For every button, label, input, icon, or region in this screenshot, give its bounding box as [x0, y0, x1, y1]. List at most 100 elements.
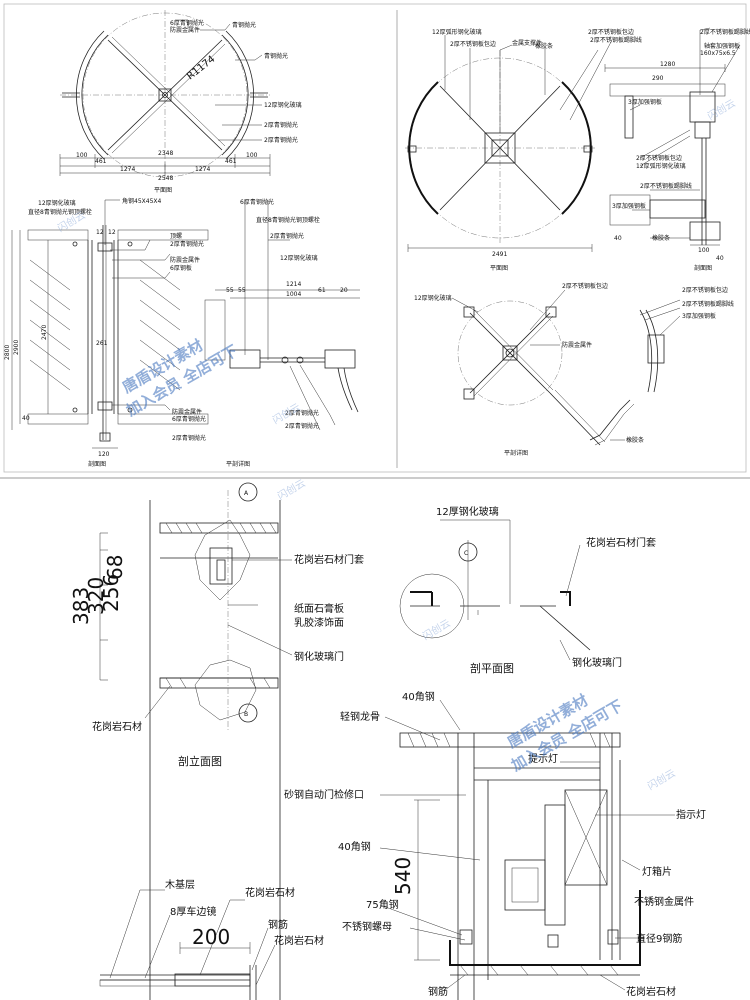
tr-sec-title: 剖面图 — [694, 264, 712, 272]
tr-plan-callout-5: 2厚不锈钢板踢脚线 — [590, 36, 642, 44]
planc-title: 剖平面图 — [470, 661, 514, 675]
tr-det-callout-1: 12厚钢化玻璃 — [414, 294, 452, 302]
detl-callout-11: 钢筋 — [428, 985, 448, 998]
tr-sec-callout-0: 2厚不锈钢板踢脚线 — [700, 28, 750, 36]
detl-callout-7: 不锈钢金属件 — [634, 895, 694, 908]
watermark-tag-3: 闪创云 — [420, 616, 452, 642]
tl-plan-dim-3: 1274 — [195, 166, 210, 173]
watermark-tag-2: 闪创云 — [275, 476, 307, 502]
tr-sec-dim-2: 40 — [614, 235, 622, 242]
tl-sec-callout-0: 12厚钢化玻璃 — [38, 199, 76, 207]
detl-callout-12: 花岗岩石材 — [626, 985, 676, 998]
tl-det-title: 平剖详图 — [226, 460, 250, 468]
tr-plan-callout-1: 2厚不锈钢板包边 — [450, 40, 496, 48]
tl-plan-dim-7: 461 — [225, 158, 237, 165]
tl-det-dim-3: 61 — [318, 287, 326, 294]
tl-sec-angle: 角钢45X45X4 — [122, 197, 161, 205]
elev-callout-2: 乳胶漆饰面 — [294, 616, 344, 629]
tl-detail: 6厚青钢抛光 直径8青钢抛光钢顶螺栓 2厚青钢抛光 12厚钢化玻璃 2厚青钢抛光… — [204, 198, 360, 468]
dets-dim: 200 — [192, 925, 230, 949]
tr-det-callout-6: 3厚加强钢板 — [682, 312, 716, 320]
tr-plan-callout-3: 橡胶条 — [535, 42, 553, 50]
tr-sec-callout-1: 轴套加强钢板 — [704, 42, 740, 50]
tr-sec-callout-5: 12厚弧形钢化玻璃 — [636, 162, 686, 170]
tr-plan-callout-0: 12厚弧形钢化玻璃 — [432, 28, 482, 36]
detl-callout-9: 直径9钢筋 — [636, 932, 682, 945]
watermark-tag-4: 闪创云 — [645, 766, 677, 792]
elev-dim-2: 256 — [99, 574, 123, 612]
watermark-bottom: 唐盾设计素材 加入会员 全店可下 — [504, 691, 626, 775]
tl-det-callout-0: 6厚青钢抛光 — [240, 198, 274, 206]
dets-callout-1: 8厚车边镜 — [170, 905, 216, 918]
tr-sec-callout-2: 160x75x6.5 — [700, 50, 736, 57]
planc-marker: C — [464, 550, 468, 557]
tl-sec-callout-2: 顶螺 — [170, 232, 182, 240]
detl-callout-8: 75角钢 — [366, 898, 399, 911]
detail-small: 木基层 8厚车边镜 花岗岩石材 钢筋 花岗岩石材 200 — [99, 878, 324, 1000]
tl-plan-dim-2: 1274 — [120, 166, 135, 173]
tl-sec-callout-5: 6厚钢板 — [170, 264, 192, 272]
detl-callout-0: 40角钢 — [402, 690, 435, 703]
tl-plan-callout-2: 青钢抛光 — [232, 21, 256, 29]
elev-callout-3: 钢化玻璃门 — [294, 650, 344, 663]
elev-marker-a: A — [244, 490, 249, 497]
elev-marker-b: B — [244, 711, 248, 718]
tr-sec-dim-1: 290 — [652, 75, 664, 82]
tl-det-dim-0: 1214 — [286, 281, 301, 288]
tr-det-title: 平剖详图 — [504, 449, 528, 457]
tr-det-callout-2: 防震金属件 — [562, 341, 592, 349]
tl-sec-callout-6: 防震金属件 — [172, 408, 202, 416]
tr-det-callout-0: 2厚不锈钢板包边 — [562, 282, 608, 290]
tl-plan-callout-6: 2厚青钢抛光 — [264, 136, 298, 144]
tr-det-callout-5: 2厚不锈钢板踢脚线 — [682, 300, 734, 308]
tl-plan-dim-4: 100 — [76, 152, 88, 159]
tl-det-dim-4: 20 — [340, 287, 348, 294]
tr-plan-callout-2: 金属支撑件 — [512, 39, 542, 47]
planc-callout-2: 钢化玻璃门 — [572, 656, 622, 669]
tl-plan-callout-3: 青钢抛光 — [264, 52, 288, 60]
tl-sec-dim-5: 40 — [22, 415, 30, 422]
tl-sec-dim-2: 2470 — [41, 325, 48, 340]
plan-section: C 12厚钢化玻璃 花岗岩石材门套 钢化玻璃门 剖平面图 — [399, 505, 656, 675]
tl-plan-callout-5: 2厚青钢抛光 — [264, 121, 298, 129]
elevation: 383 320 256 68 A B 花岗岩石材门套 纸面石膏板 乳胶漆饰面 钢… — [69, 482, 364, 1000]
tl-sec-callout-8: 2厚青钢抛光 — [172, 434, 206, 442]
detl-callout-10: 不锈钢螺母 — [342, 920, 392, 933]
tl-plan-radius: R1174 — [185, 54, 217, 83]
tl-sec-dim-4: 120 — [98, 451, 110, 458]
tl-sec-dim-7: 12 — [108, 229, 116, 236]
planc-callout-1: 花岗岩石材门套 — [586, 536, 656, 549]
tr-det-callout-4: 2厚不锈钢板包边 — [682, 286, 728, 294]
tr-sec-callout-8: 橡胶条 — [652, 234, 670, 242]
planc-callout-0: 12厚钢化玻璃 — [436, 505, 499, 518]
tl-sec-dim-1: 2900 — [13, 340, 20, 355]
detl-callout-6: 灯箱片 — [642, 865, 672, 878]
watermark-tag-5: 闪创云 — [705, 96, 737, 122]
tl-section: 12厚钢化玻璃 直径8青钢抛光钢顶螺栓 顶螺 2厚青钢抛光 防震金属件 6厚钢板… — [4, 197, 209, 468]
elev-dim-3: 68 — [103, 555, 127, 580]
elev-dim-0: 383 — [69, 587, 93, 625]
tr-plan-callout-4: 2厚不锈钢板包边 — [588, 28, 634, 36]
tr-det-callout-3: 橡胶条 — [626, 436, 644, 444]
dets-callout-4: 花岗岩石材 — [274, 934, 324, 947]
detl-dim: 540 — [391, 857, 415, 895]
elev-title: 剖立面图 — [178, 754, 222, 768]
tl-sec-dim-6: 12 — [96, 229, 104, 236]
tl-sec-callout-3: 2厚青钢抛光 — [170, 240, 204, 248]
detl-callout-3: 提示灯 — [528, 753, 558, 765]
tl-sec-title: 剖面图 — [88, 460, 106, 468]
watermark-top: 唐盾设计素材 加入会员 全店可下 — [119, 336, 241, 420]
tl-plan-dim-1: 2548 — [158, 175, 173, 182]
tr-sec-dim-3: 100 — [698, 247, 710, 254]
tl-det-callout-2: 2厚青钢抛光 — [270, 232, 304, 240]
detl-callout-5: 40角钢 — [338, 840, 371, 853]
elev-dim-1: 320 — [84, 577, 108, 615]
top-panel-frame — [3, 3, 747, 473]
dets-callout-0: 木基层 — [165, 878, 195, 891]
tl-plan-callout-1: 防震金属件 — [170, 26, 200, 34]
tr-plan-dim-0: 2491 — [492, 251, 507, 258]
tl-det-dim-2: 55 — [238, 287, 246, 294]
tl-plan-dim-5: 100 — [246, 152, 258, 159]
